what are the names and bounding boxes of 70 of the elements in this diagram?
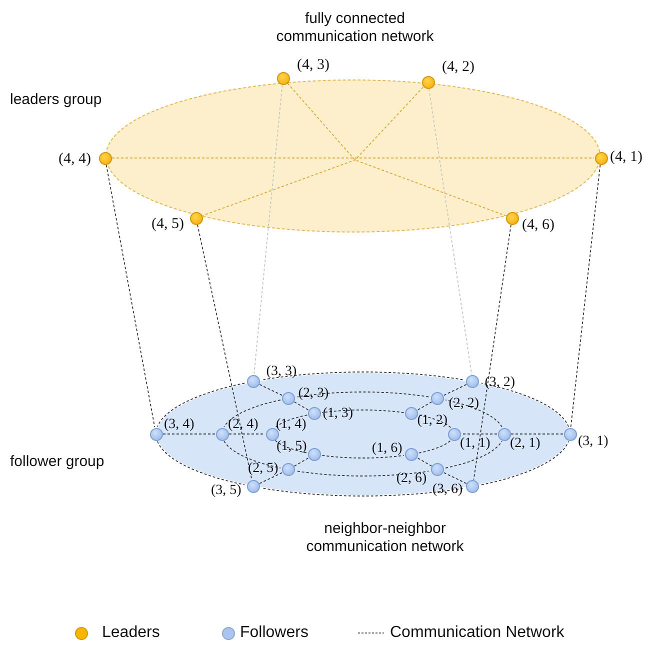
connector-line (156, 440, 246, 486)
node-label: (3, 4) (164, 418, 194, 432)
leader-node (98, 152, 112, 164)
connector-line (259, 384, 282, 396)
leader-node (422, 76, 434, 88)
follower-node (246, 374, 260, 388)
node-label: (2, 4) (228, 418, 258, 432)
connector-line (428, 88, 472, 375)
connector-line (197, 224, 252, 480)
connector-line (156, 382, 246, 428)
node-label: (4, 5) (152, 217, 184, 232)
node-label: (1, 1) (460, 437, 490, 451)
connector-line (106, 164, 156, 428)
connector-line (322, 454, 404, 458)
node-label: (1, 3) (322, 406, 354, 421)
node-label: (4, 6) (522, 218, 554, 233)
legend-label: Followers (240, 624, 308, 642)
node-label: (1, 6) (372, 442, 402, 456)
follower-node (246, 480, 260, 494)
node-label: (4, 4) (58, 152, 91, 167)
node-label: (2, 1) (510, 437, 540, 451)
leader-node (276, 72, 290, 84)
group-label: leaders group (10, 91, 102, 109)
connector-line (444, 472, 467, 484)
node-label: (2, 2) (448, 397, 480, 412)
connector-line (262, 488, 464, 496)
legend-label: Leaders (102, 624, 160, 642)
group-label: fully connected communication network (275, 10, 435, 46)
node-label: (4, 1) (610, 150, 642, 165)
connector-line (287, 82, 506, 216)
node-label: (1, 5) (276, 440, 307, 454)
node-label: (3, 1) (578, 435, 608, 449)
connector-line (254, 84, 283, 375)
group-label: neighbor-neighbor communication network (305, 520, 465, 556)
connector-line (294, 457, 310, 467)
connector-line (294, 401, 310, 411)
legend-label: Communication Network (390, 624, 564, 642)
connector-line (224, 400, 281, 428)
follower-node (466, 374, 480, 388)
group-label: follower group (10, 453, 104, 471)
connector-line (322, 410, 404, 414)
node-label: (4, 3) (297, 58, 330, 73)
connector-line (416, 401, 432, 411)
follower-node (466, 480, 480, 494)
connector-line (259, 472, 282, 484)
node-label: (1, 2) (417, 414, 448, 428)
connector-line (202, 86, 424, 216)
connector-line (224, 440, 281, 468)
connector-line (416, 457, 432, 467)
node-label: (4, 2) (442, 60, 474, 75)
connector-line (418, 414, 452, 428)
connector-line (480, 382, 570, 428)
connector-line (473, 224, 512, 480)
connector-line (418, 440, 452, 454)
node-label: (2, 3) (298, 387, 329, 402)
node-label: (2, 6) (396, 472, 427, 486)
node-label: (3, 5) (210, 484, 242, 498)
connector-line (274, 414, 308, 428)
node-label: (2, 5) (248, 462, 278, 476)
connector-line (296, 392, 430, 398)
node-label: (1, 4) (276, 418, 306, 432)
follower-node (150, 428, 162, 440)
connector-line (570, 164, 601, 428)
connector-line (480, 440, 570, 486)
connector-line (262, 372, 464, 380)
node-label: (3, 3) (266, 365, 297, 380)
connector-line (296, 470, 430, 476)
connector-line (445, 400, 502, 428)
connector-line (445, 440, 502, 468)
connector-line (444, 384, 467, 396)
